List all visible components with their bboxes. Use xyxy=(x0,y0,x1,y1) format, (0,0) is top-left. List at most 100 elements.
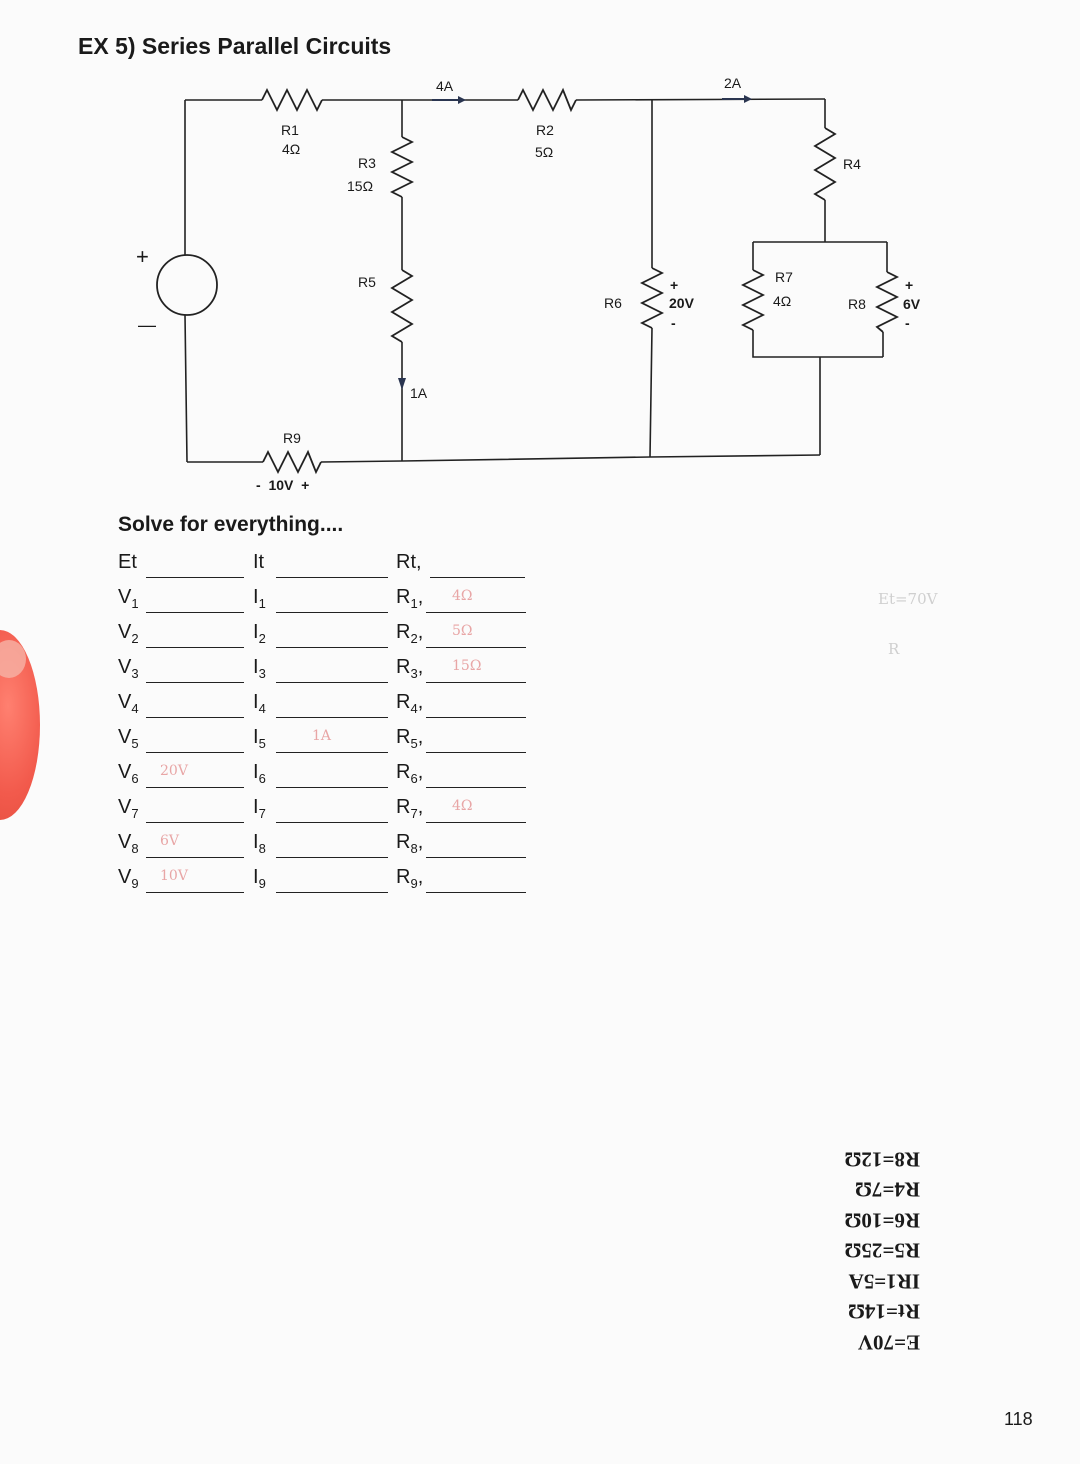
current-label: I7 xyxy=(253,796,266,821)
voltage-answer-line[interactable] xyxy=(146,656,244,683)
voltage-label-subscript: 9 xyxy=(131,876,139,891)
voltage-answer-line[interactable] xyxy=(146,621,244,648)
current-label-4a: 4A xyxy=(436,78,454,94)
current-label-subscript: 3 xyxy=(258,666,266,681)
r7-name: R7 xyxy=(775,269,793,285)
resistance-answer-line[interactable] xyxy=(430,551,525,578)
resistance-label: R9, xyxy=(396,866,423,891)
resistance-label-subscript: 5 xyxy=(410,736,418,751)
r6-resistor xyxy=(639,267,665,329)
resistance-answer-line[interactable] xyxy=(426,726,526,753)
resistance-label-text: R xyxy=(396,796,411,818)
wire-r6-branch xyxy=(649,100,653,458)
current-label-subscript: 2 xyxy=(258,631,266,646)
current-label: It xyxy=(253,551,264,576)
voltage-answer-line[interactable] xyxy=(146,796,244,823)
current-arrowhead-4a xyxy=(458,96,466,104)
current-label-text: I xyxy=(253,726,259,748)
r8-resistor xyxy=(874,271,900,333)
resistance-label: R7, xyxy=(396,796,423,821)
answer-key-line: R4=7Ω xyxy=(855,1178,920,1202)
comma: , xyxy=(417,691,424,713)
resistance-answer-line[interactable] xyxy=(426,866,526,893)
current-label-subscript: 4 xyxy=(258,701,266,716)
current-label: I5 xyxy=(253,726,266,751)
voltage-answer-line[interactable] xyxy=(146,726,244,753)
r4-name: R4 xyxy=(843,156,861,172)
r3-resistor xyxy=(389,136,415,198)
r7-value: 4Ω xyxy=(773,293,791,309)
voltage-label-text: V xyxy=(118,656,132,678)
r3-name: R3 xyxy=(358,155,376,171)
voltage-handwritten: 20V xyxy=(160,763,188,779)
r9-voltage: - 10V + xyxy=(256,477,309,493)
current-label-text: I xyxy=(253,621,259,643)
resistance-label: R5, xyxy=(396,726,423,751)
voltage-answer-line[interactable] xyxy=(146,866,244,893)
r4-resistor xyxy=(813,127,837,201)
voltage-answer-line[interactable] xyxy=(146,551,244,578)
r5-name: R5 xyxy=(358,274,376,290)
comma: , xyxy=(417,831,424,853)
current-answer-line[interactable] xyxy=(276,621,388,648)
resistance-label-subscript: 8 xyxy=(410,841,418,856)
resistance-label: R1, xyxy=(396,586,423,611)
resistance-answer-line[interactable] xyxy=(426,691,526,718)
resistance-handwritten: 15Ω xyxy=(452,658,482,674)
r6-name: R6 xyxy=(604,295,622,311)
resistance-answer-line[interactable] xyxy=(426,761,526,788)
current-answer-line[interactable] xyxy=(276,691,388,718)
current-answer-line[interactable] xyxy=(276,551,388,578)
margin-note: Et=70V xyxy=(878,590,938,608)
current-label: I9 xyxy=(253,866,266,891)
voltage-answer-line[interactable] xyxy=(146,691,244,718)
voltage-label-subscript: 7 xyxy=(131,806,139,821)
answer-key-line: R5=25Ω xyxy=(844,1239,920,1263)
circuit-diagram: + — 4A 2A 1A R1 4Ω R2 5Ω R3 15Ω R4 R5 R6… xyxy=(136,75,921,493)
resistance-answer-line[interactable] xyxy=(426,796,526,823)
voltage-source xyxy=(156,254,218,316)
voltage-answer-line[interactable] xyxy=(146,831,244,858)
resistance-answer-line[interactable] xyxy=(426,621,526,648)
r9-resistor xyxy=(262,449,322,475)
r3-value: 15Ω xyxy=(347,178,373,194)
current-answer-line[interactable] xyxy=(276,586,388,613)
r8-voltage: 6V xyxy=(903,296,921,312)
current-answer-line[interactable] xyxy=(276,761,388,788)
r8-minus: - xyxy=(905,315,910,331)
current-label-text: I xyxy=(253,796,259,818)
current-answer-line[interactable] xyxy=(276,831,388,858)
resistance-label-subscript: 9 xyxy=(410,876,418,891)
current-label: I4 xyxy=(253,691,266,716)
resistance-answer-line[interactable] xyxy=(426,586,526,613)
r6-voltage: 20V xyxy=(669,295,695,311)
r6-minus: - xyxy=(671,315,676,331)
answer-key-line: R6=10Ω xyxy=(844,1208,920,1233)
resistance-answer-line[interactable] xyxy=(426,656,526,683)
current-label-text: I xyxy=(253,691,259,713)
voltage-label-subscript: 8 xyxy=(131,841,139,856)
current-answer-line[interactable] xyxy=(276,866,388,893)
margin-note: R xyxy=(888,640,900,658)
voltage-label: V6 xyxy=(118,761,139,786)
resistance-answer-line[interactable] xyxy=(426,831,526,858)
current-answer-line[interactable] xyxy=(276,656,388,683)
resistance-handwritten: 5Ω xyxy=(452,623,473,639)
resistance-label-subscript: 6 xyxy=(410,771,418,786)
comma: , xyxy=(417,796,424,818)
current-answer-line[interactable] xyxy=(276,796,388,823)
current-label-text: I xyxy=(253,586,259,608)
voltage-label: V3 xyxy=(118,656,139,681)
current-label-1a: 1A xyxy=(410,385,428,401)
resistance-label: R8, xyxy=(396,831,423,856)
current-answer-line[interactable] xyxy=(276,726,388,753)
r6-plus: + xyxy=(670,277,678,293)
voltage-answer-line[interactable] xyxy=(146,761,244,788)
comma: , xyxy=(417,586,424,608)
resistance-label-text: R xyxy=(396,866,411,888)
resistance-label-text: R xyxy=(396,586,411,608)
voltage-answer-line[interactable] xyxy=(146,586,244,613)
